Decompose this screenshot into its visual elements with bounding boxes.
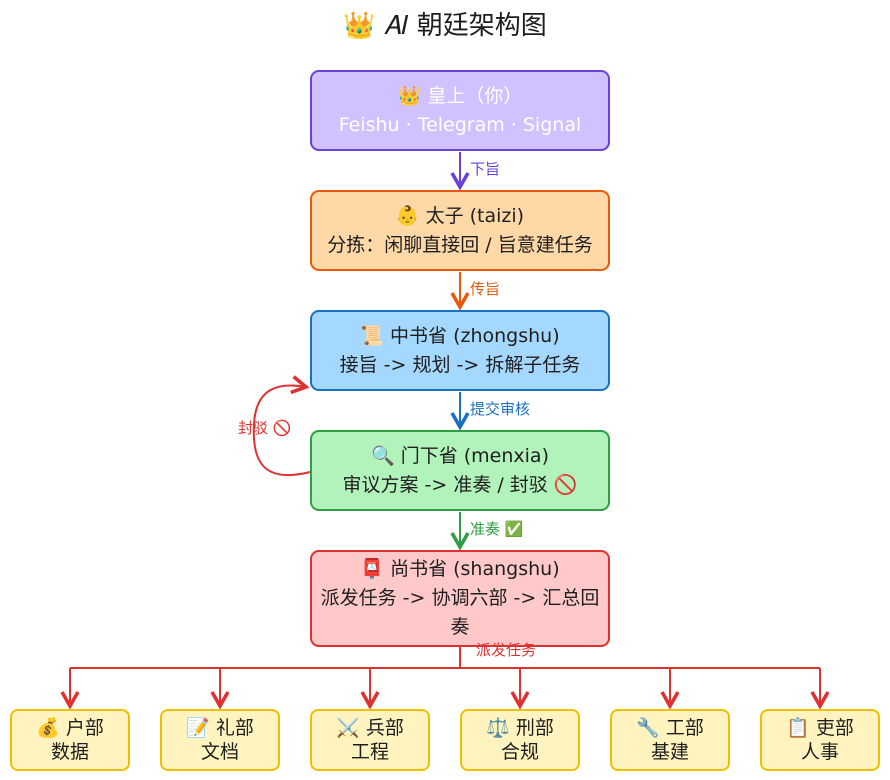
edge-label-submit-review: 提交审核 — [470, 400, 531, 418]
dept-hubu: 💰 户部 数据 — [10, 709, 130, 771]
node-shangshu-title: 📮 尚书省 (shangshu) — [360, 558, 560, 580]
dept-bingbu-duty: 工程 — [350, 741, 389, 763]
node-taizi-desc: 分拣：闲聊直接回 / 旨意建任务 — [327, 233, 593, 256]
dept-libu-personnel-name: 📋 吏部 — [786, 717, 854, 739]
edge-menxia-reject-loop — [252, 375, 311, 477]
node-emperor-title: 👑 皇上（你） — [397, 84, 523, 107]
diagram-title: 👑 𝐴𝐼 朝廷架构图 — [343, 11, 547, 41]
dept-xingbu-name: ⚖️ 刑部 — [486, 717, 554, 739]
dept-bingbu: ⚔️ 兵部 工程 — [310, 709, 430, 771]
dept-gongbu: 🔧 工部 基建 — [610, 709, 730, 771]
node-emperor-channels: Feishu · Telegram · Signal — [338, 113, 582, 136]
node-menxia-title: 🔍 门下省 (menxia) — [371, 444, 549, 467]
dept-xingbu: ⚖️ 刑部 合规 — [460, 709, 580, 771]
dept-xingbu-duty: 合规 — [500, 741, 539, 763]
node-menxia: 🔍 门下省 (menxia) 审议方案 -> 准奏 / 封驳 🚫 — [310, 430, 610, 511]
dept-gongbu-name: 🔧 工部 — [636, 717, 704, 739]
edge-label-chuanzhi: 传旨 — [470, 280, 501, 298]
node-menxia-desc: 审议方案 -> 准奏 / 封驳 🚫 — [342, 473, 578, 496]
dept-gongbu-duty: 基建 — [650, 741, 689, 763]
dept-bingbu-name: ⚔️ 兵部 — [336, 717, 404, 739]
node-emperor: 👑 皇上（你） Feishu · Telegram · Signal — [310, 70, 610, 151]
dept-libu-personnel: 📋 吏部 人事 — [760, 709, 880, 771]
node-taizi: 👶 太子 (taizi) 分拣：闲聊直接回 / 旨意建任务 — [310, 190, 610, 271]
node-zhongshu: 📜 中书省 (zhongshu) 接旨 -> 规划 -> 拆解子任务 — [310, 310, 610, 391]
dept-hubu-duty: 数据 — [50, 741, 89, 763]
edge-label-dispatch: 派发任务 — [476, 641, 537, 659]
node-zhongshu-desc: 接旨 -> 规划 -> 拆解子任务 — [339, 353, 581, 376]
dept-libu-rites-duty: 文档 — [200, 741, 239, 763]
dept-libu-personnel-duty: 人事 — [800, 741, 839, 763]
dept-libu-rites-name: 📝 礼部 — [186, 717, 254, 739]
dept-hubu-name: 💰 户部 — [36, 717, 104, 739]
edge-label-approve: 准奏 ✅ — [470, 520, 524, 538]
node-shangshu-desc: 派发任务 -> 协调六部 -> 汇总回奏 — [320, 587, 600, 638]
node-taizi-title: 👶 太子 (taizi) — [395, 204, 525, 227]
edge-label-reject: 封驳 🚫 — [238, 419, 292, 437]
node-shangshu: 📮 尚书省 (shangshu) 派发任务 -> 协调六部 -> 汇总回奏 — [310, 550, 610, 647]
dept-libu-rites: 📝 礼部 文档 — [160, 709, 280, 771]
node-zhongshu-title: 📜 中书省 (zhongshu) — [360, 324, 560, 347]
edge-label-xiazhi: 下旨 — [470, 160, 501, 178]
